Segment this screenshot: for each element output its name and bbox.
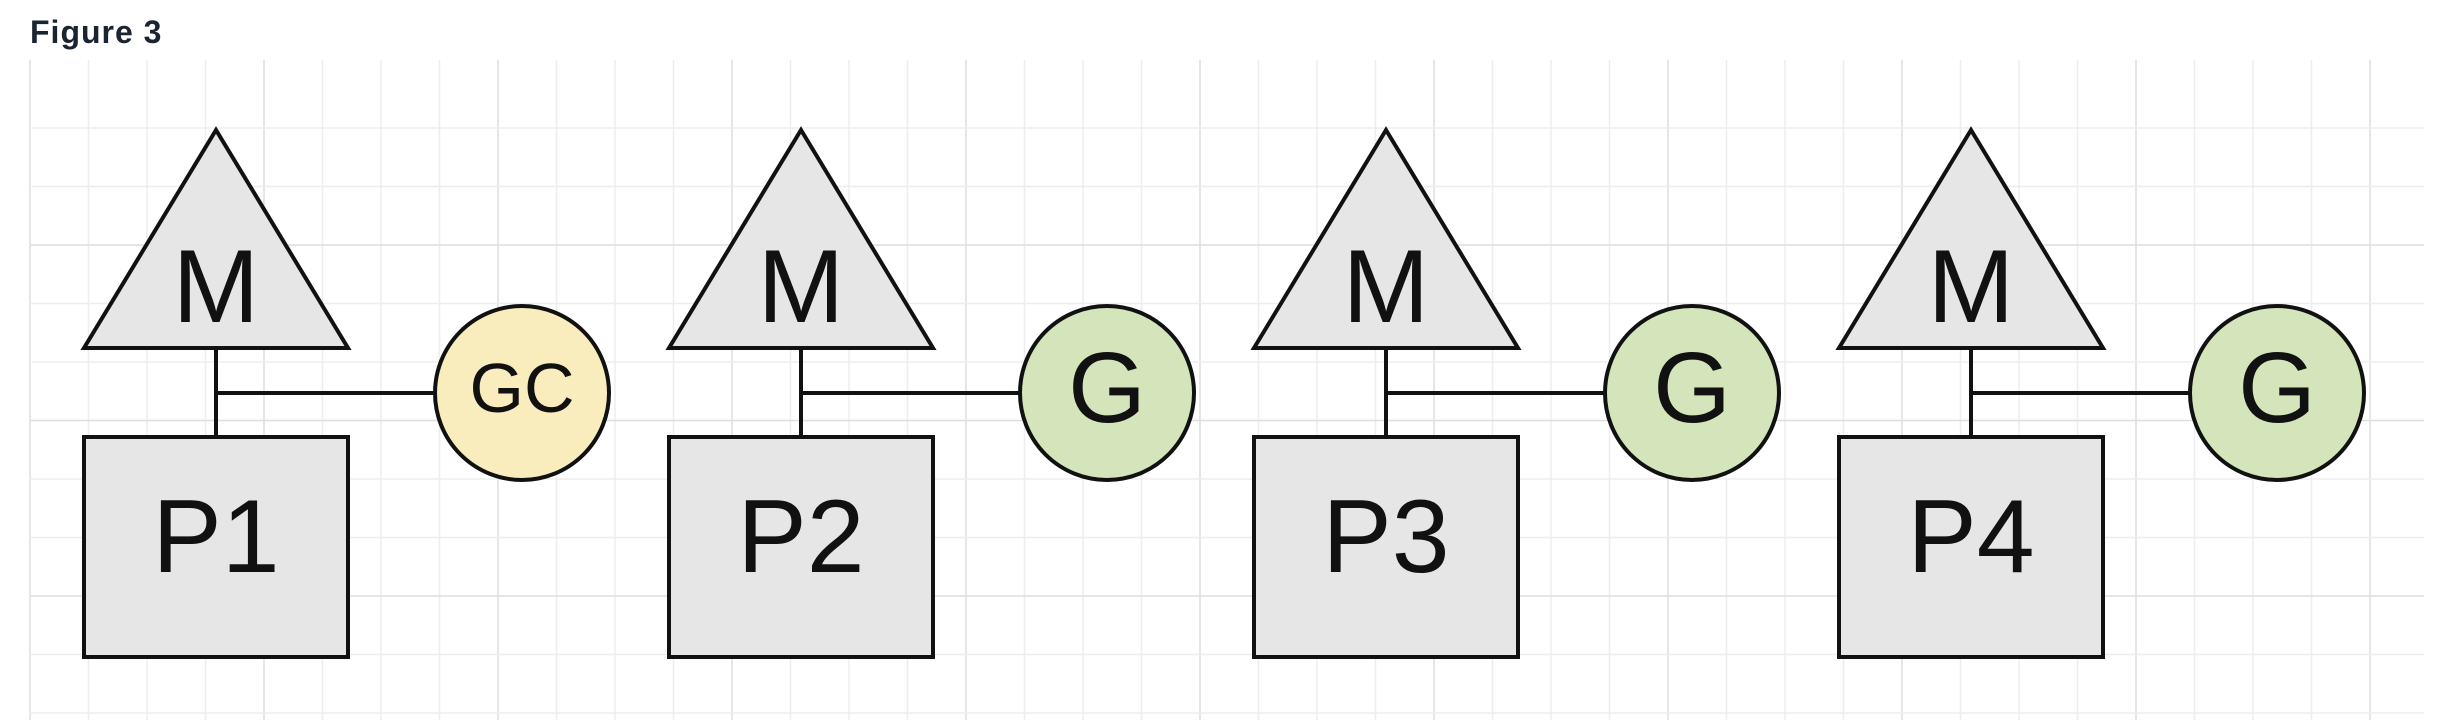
machine-triangle — [80, 126, 352, 350]
processor-label: P3 — [1322, 479, 1449, 595]
goroutine-label: G — [1653, 332, 1731, 444]
machine-label: M — [758, 229, 845, 345]
machine-triangle — [665, 126, 937, 350]
scheduler-unit-2: M P2 G — [665, 126, 1196, 659]
goroutine-circle — [1018, 304, 1196, 482]
processor-label: P2 — [737, 479, 864, 595]
figure-title: Figure 3 — [30, 14, 163, 50]
processor-label: P4 — [1907, 479, 2034, 595]
processor-box — [82, 435, 350, 659]
goroutine-circle — [1603, 304, 1781, 482]
goroutine-label: G — [1068, 332, 1146, 444]
gc-goroutine-circle — [433, 304, 611, 482]
machine-label: M — [1343, 229, 1430, 345]
processor-box — [1837, 435, 2105, 659]
goroutine-circle — [2188, 304, 2366, 482]
processor-label: P1 — [152, 479, 279, 595]
scheduler-unit-3: M P3 G — [1250, 126, 1781, 659]
goroutine-label: G — [2238, 332, 2316, 444]
processor-box — [1252, 435, 1520, 659]
goroutine-label: GC — [470, 349, 575, 427]
machine-triangle — [1835, 126, 2107, 350]
scheduler-unit-1: M P1 GC — [80, 126, 611, 659]
machine-label: M — [1928, 229, 2015, 345]
processor-box — [667, 435, 935, 659]
machine-triangle — [1250, 126, 1522, 350]
scheduler-unit-4: M P4 G — [1835, 126, 2366, 659]
scheduler-units: M P1 GC M P2 G M P3 G M P4 G — [80, 126, 2366, 659]
machine-label: M — [173, 229, 260, 345]
